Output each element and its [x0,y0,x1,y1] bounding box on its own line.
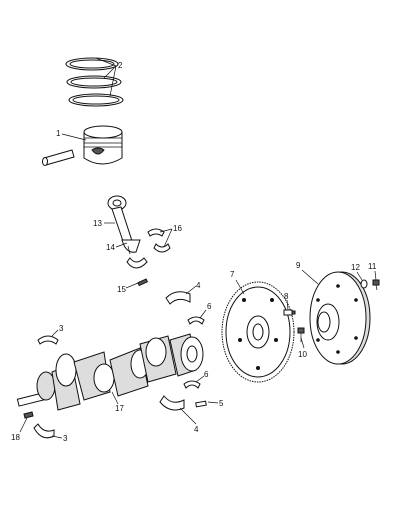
callout-label-3a: 3 [59,324,64,333]
rod-cap [126,257,148,269]
callout-2: 2 [95,57,123,97]
washer-12 [360,279,368,289]
callout-6b: 6 [195,370,209,383]
callout-label-13: 13 [93,219,102,228]
callout-label-6a: 6 [207,302,212,311]
callout-label-16: 16 [173,224,182,233]
callout-17: 17 [111,391,124,413]
callout-8: 8 [284,292,289,311]
callout-label-17: 17 [115,404,124,413]
flywheel-bolt [283,309,296,316]
piston-pin [42,149,75,166]
callout-15: 15 [117,282,139,294]
main-bearing-upper [165,291,191,305]
callout-label-5: 5 [219,399,224,408]
main-bearing-bottom [33,423,55,439]
main-bearing-lower [159,395,185,411]
callout-12: 12 [351,263,363,281]
callout-4b: 4 [179,407,199,434]
callout-14: 14 [106,242,128,252]
callout-10: 10 [298,337,307,359]
callout-13: 13 [93,219,115,228]
callout-4a: 4 [185,281,201,295]
rod-bolt [137,278,149,287]
callout-label-1: 1 [56,129,61,138]
flexplate [221,281,295,383]
callout-3a: 3 [51,324,64,337]
dowel-pin [195,400,207,408]
bolt-10 [297,327,305,342]
piston-rings [65,57,124,107]
callout-label-2: 2 [118,61,123,70]
callout-label-12: 12 [351,263,360,272]
callout-label-10: 10 [298,350,307,359]
callout-11: 11 [368,262,377,281]
callout-3b: 3 [51,434,68,443]
crank-key [23,411,34,419]
callout-label-9: 9 [296,261,301,270]
connecting-rod [107,195,141,255]
bolt-11 [372,279,380,291]
callout-label-11: 11 [368,262,377,271]
drive-coupler [309,271,371,365]
callout-label-4b: 4 [194,425,199,434]
crankshaft [16,333,204,411]
callout-label-15: 15 [117,285,126,294]
thrust-washer [187,316,205,325]
callout-5: 5 [207,399,224,408]
callout-9: 9 [296,261,319,285]
callout-label-3b: 3 [63,434,68,443]
thrust-washer-lower [183,380,201,389]
callout-label-4a: 4 [196,281,201,290]
rod-bearing-inserts [147,228,171,253]
callout-18: 18 [11,417,28,442]
callout-label-7: 7 [230,270,235,279]
callout-7: 7 [230,270,245,295]
callout-1: 1 [56,129,87,141]
callout-6a: 6 [199,302,212,319]
callout-label-14: 14 [106,243,115,252]
callout-label-18: 18 [11,433,20,442]
callout-label-6b: 6 [204,370,209,379]
callout-label-8: 8 [284,292,289,301]
main-bearing-left [37,335,59,345]
piston [83,125,123,165]
callout-16: 16 [159,224,182,248]
